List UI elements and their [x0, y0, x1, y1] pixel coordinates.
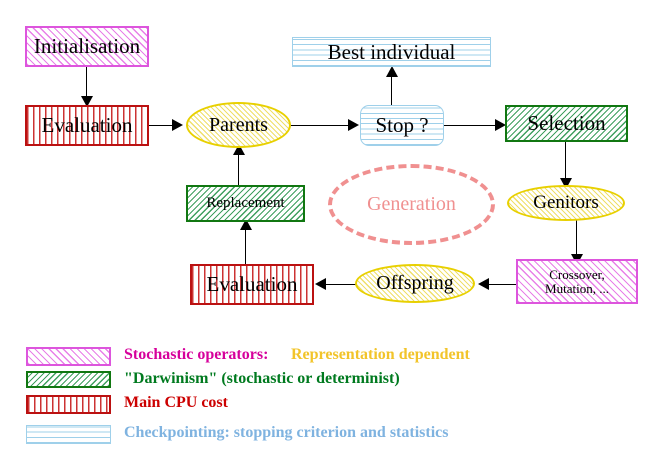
arrowhead-stop-to-selection	[495, 119, 506, 131]
legend-label-stochastic-operators: Stochastic operators:	[124, 346, 269, 363]
arrowhead-offspring-to-evaluation	[315, 278, 326, 290]
legend-swatch-darwinism	[26, 371, 111, 388]
edge-offspring-to-evaluation	[322, 284, 358, 286]
arrowhead-stop-to-best-individual	[386, 66, 398, 77]
node-genitors[interactable]: Genitors	[507, 185, 625, 221]
legend-swatch-stochastic-operators	[26, 347, 111, 366]
node-parents[interactable]: Parents	[186, 102, 291, 148]
node-initialisation[interactable]: Initialisation	[25, 26, 149, 67]
node-generation: Generation	[328, 164, 495, 245]
arrowhead-crossover-to-offspring	[478, 278, 489, 290]
edge-stop-to-best-individual	[391, 70, 393, 106]
edge-stop-to-selection	[443, 125, 503, 127]
legend-label-darwinism: "Darwinism" (stochastic or determinist)	[124, 370, 400, 387]
arrowhead-evaluation-to-parents	[172, 119, 183, 131]
node-selection[interactable]: Selection	[505, 105, 628, 142]
edge-initialisation-to-evaluation	[86, 66, 88, 100]
arrowhead-initialisation-to-evaluation	[81, 96, 93, 107]
node-evaluation-bottom[interactable]: Evaluation	[190, 264, 314, 305]
legend-label-representation-dependent: Representation dependent	[291, 346, 470, 363]
edge-selection-to-genitors	[565, 141, 567, 183]
node-stop[interactable]: Stop ?	[360, 105, 444, 146]
edge-genitors-to-crossover	[576, 220, 578, 262]
node-offspring[interactable]: Offspring	[355, 264, 475, 303]
arrowhead-parents-to-stop	[348, 119, 359, 131]
arrowhead-replacement-to-parents	[233, 144, 245, 155]
node-evaluation-top[interactable]: Evaluation	[25, 105, 149, 146]
node-crossover-mutation[interactable]: Crossover, Mutation, ...	[516, 259, 638, 304]
node-replacement[interactable]: Replacement	[186, 185, 305, 222]
edge-evaluation-to-parents	[148, 125, 178, 127]
arrowhead-selection-to-genitors	[560, 178, 572, 189]
edge-replacement-to-parents	[238, 150, 240, 186]
edge-crossover-to-offspring	[484, 284, 518, 286]
legend-swatch-main-cpu-cost	[26, 395, 111, 414]
arrowhead-evaluation-to-replacement	[240, 219, 252, 230]
legend-swatch-checkpointing	[26, 425, 111, 444]
edge-parents-to-stop	[290, 125, 356, 127]
edge-evaluation-to-replacement	[245, 224, 247, 266]
legend-label-main-cpu-cost: Main CPU cost	[124, 394, 228, 411]
node-best-individual[interactable]: Best individual	[292, 37, 491, 67]
legend-label-checkpointing: Checkpointing: stopping criterion and st…	[124, 424, 449, 441]
